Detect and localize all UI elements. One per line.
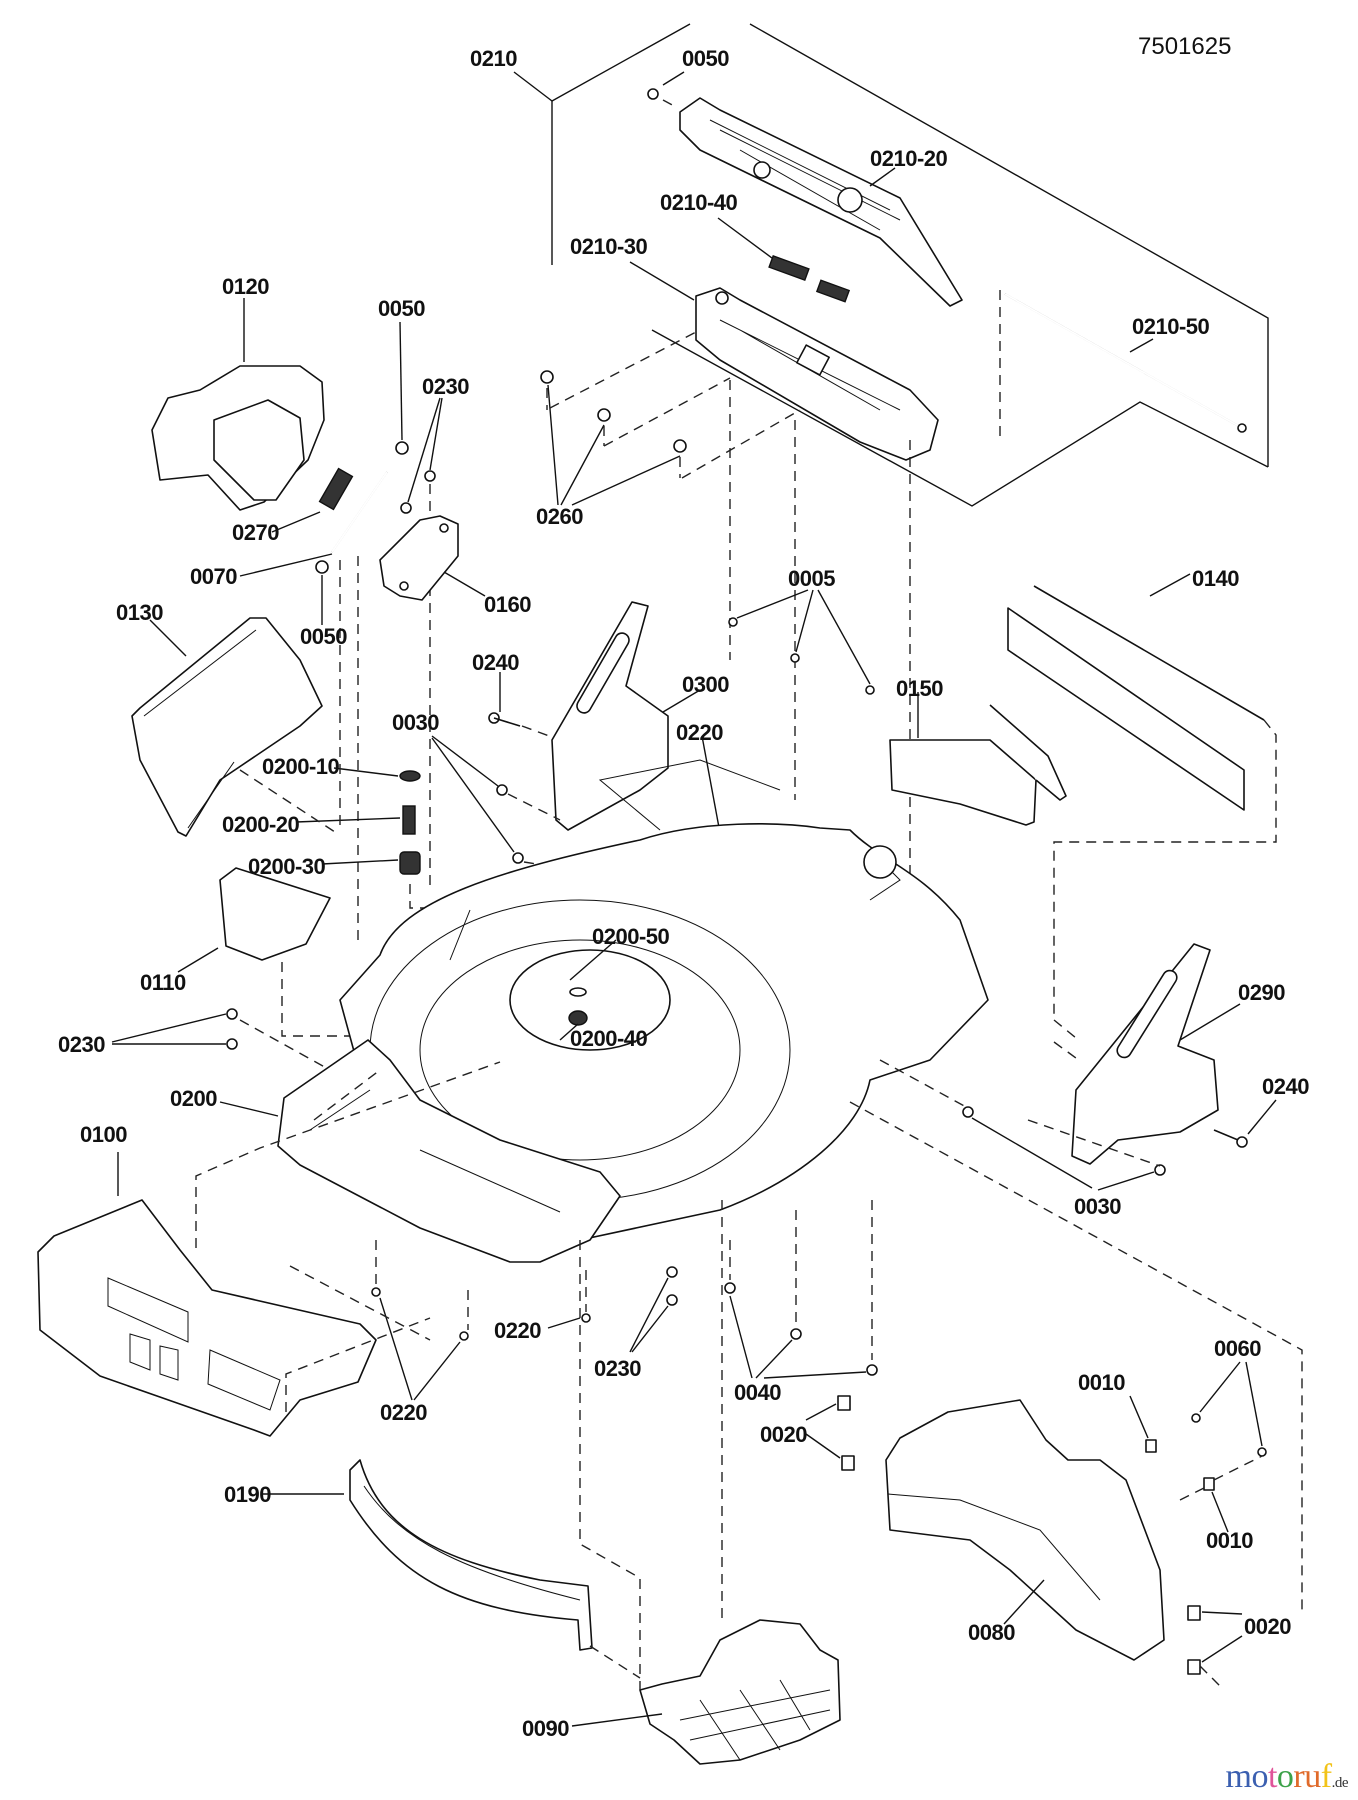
bracket-0290 — [1053, 943, 1241, 1165]
dashed-guide-0080 — [849, 1101, 1303, 1610]
springs-0210-40 — [717, 217, 851, 303]
label-0100: 0100 — [80, 1122, 127, 1147]
label-0190: 0190 — [224, 1482, 271, 1507]
cover-0130 — [131, 617, 323, 837]
nuts-0260 — [540, 329, 911, 880]
bracket-0300 — [551, 601, 701, 831]
watermark-tld: .de — [1331, 1775, 1349, 1791]
spring-0270 — [271, 467, 354, 533]
watermark-letter: f — [1320, 1758, 1332, 1795]
label-0240-left: 0240 — [472, 650, 519, 675]
hardware-0010-0060-0020 — [805, 1361, 1267, 1691]
label-0010-bottom: 0010 — [1206, 1528, 1253, 1553]
label-0160: 0160 — [484, 592, 531, 617]
drawing-number: 7501625 — [1138, 33, 1231, 60]
label-0210: 0210 — [470, 46, 517, 71]
nut-0050-low — [315, 560, 329, 625]
nut-0050-top — [647, 71, 685, 109]
watermark-letter: o — [1276, 1758, 1294, 1795]
front-plate-0200 — [219, 1039, 621, 1263]
label-0210-40: 0210-40 — [660, 190, 738, 215]
label-0050-low: 0050 — [300, 624, 347, 649]
label-0210-20: 0210-20 — [870, 146, 948, 171]
watermark-logo: motoruf.de — [1225, 1758, 1349, 1796]
label-0020-left: 0020 — [760, 1422, 807, 1447]
label-0110: 0110 — [140, 970, 186, 995]
label-0010-top: 0010 — [1078, 1370, 1125, 1395]
label-0210-50: 0210-50 — [1132, 314, 1210, 339]
label-0200-30: 0200-30 — [248, 854, 326, 879]
bolt-0240-left — [488, 672, 561, 741]
watermark-letter: o — [1251, 1758, 1268, 1795]
screws-0230-top — [357, 397, 443, 940]
label-0220-bottom: 0220 — [380, 1400, 427, 1425]
mulch-plug-0090 — [571, 1240, 841, 1765]
label-0090: 0090 — [522, 1716, 569, 1741]
rod-0210-50 — [999, 290, 1247, 440]
label-0140: 0140 — [1192, 566, 1239, 591]
label-0040: 0040 — [734, 1380, 781, 1405]
label-0030-right: 0030 — [1074, 1194, 1121, 1219]
screws-0030-right — [879, 1059, 1166, 1191]
bag-panel-0140 — [1007, 573, 1277, 1039]
label-0060: 0060 — [1214, 1336, 1261, 1361]
label-0030-left: 0030 — [392, 710, 439, 735]
chute-0080 — [885, 1399, 1165, 1661]
label-0210-30: 0210-30 — [570, 234, 648, 259]
handle-bracket-0210-30 — [629, 261, 939, 461]
label-0260: 0260 — [536, 504, 583, 529]
label-0200-10: 0200-10 — [262, 754, 340, 779]
label-0240-right: 0240 — [1262, 1074, 1309, 1099]
label-0230-left: 0230 — [58, 1032, 105, 1057]
label-0230-top: 0230 — [422, 374, 469, 399]
rod-0070 — [239, 471, 388, 577]
screws-0220-bottom — [289, 1240, 469, 1401]
screw-0220-mid — [547, 1270, 591, 1329]
screws-0230-bottom — [629, 1266, 678, 1353]
watermark-letter: t — [1267, 1758, 1277, 1795]
label-0290: 0290 — [1238, 980, 1285, 1005]
bolt-0240-right — [1213, 1099, 1277, 1148]
label-0200-40: 0200-40 — [570, 1026, 648, 1051]
label-0120: 0120 — [222, 274, 269, 299]
bag-frame-0150 — [889, 692, 1067, 826]
part-labels: 0210 0050 0210-20 0210-40 0210-30 0210-5… — [58, 46, 1310, 1741]
labels-0200-spindle — [559, 939, 617, 1041]
label-0270: 0270 — [232, 520, 279, 545]
watermark-letter: m — [1225, 1758, 1252, 1795]
label-0050-top: 0050 — [682, 46, 729, 71]
label-0220-top: 0220 — [676, 720, 723, 745]
front-cover-0100 — [37, 1061, 501, 1437]
label-0130: 0130 — [116, 600, 163, 625]
deflector-0190 — [262, 1459, 641, 1679]
label-0020-right: 0020 — [1244, 1614, 1291, 1639]
label-0220-mid: 0220 — [494, 1318, 541, 1343]
watermark-letter: u — [1304, 1758, 1321, 1795]
bracket-0160 — [379, 515, 486, 601]
label-0005: 0005 — [788, 566, 835, 591]
label-0200-50: 0200-50 — [592, 924, 670, 949]
label-0150: 0150 — [896, 676, 943, 701]
bolts-0040 — [721, 1200, 878, 1620]
label-0200-20: 0200-20 — [222, 812, 300, 837]
screws-0230-left — [111, 1008, 331, 1071]
nut-0050-mid — [395, 321, 409, 455]
label-0080: 0080 — [968, 1620, 1015, 1645]
handle-bracket-0210-20 — [679, 97, 963, 307]
label-0300: 0300 — [682, 672, 729, 697]
cover-0120 — [151, 298, 325, 511]
watermark-letter: r — [1293, 1758, 1305, 1795]
label-0200: 0200 — [170, 1086, 217, 1111]
label-0070: 0070 — [190, 564, 237, 589]
plugs-0005 — [728, 589, 875, 695]
handle-assembly-frame — [513, 23, 1269, 507]
deck-body — [339, 759, 989, 1241]
label-0050-mid: 0050 — [378, 296, 425, 321]
label-0230-bottom: 0230 — [594, 1356, 641, 1381]
